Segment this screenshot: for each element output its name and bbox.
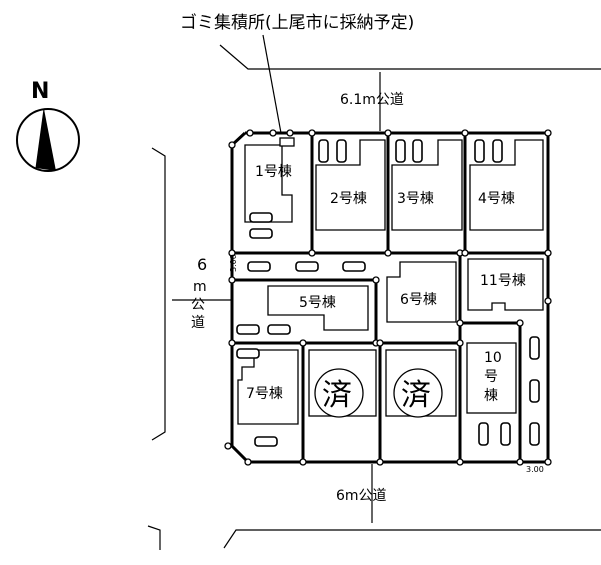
lot-3[interactable]: 3号棟 bbox=[391, 139, 463, 231]
lot-2[interactable]: 2号棟 bbox=[315, 139, 386, 231]
lot-label: 6号棟 bbox=[400, 292, 437, 308]
lot-5[interactable]: 5号棟 bbox=[267, 285, 369, 331]
top-road-label: 6.1m公道 bbox=[340, 92, 404, 108]
lot-label: 3号棟 bbox=[397, 191, 434, 207]
lot-label: 5号棟 bbox=[299, 295, 336, 311]
left-road-label: m bbox=[193, 279, 207, 295]
sold-label: 済 bbox=[322, 378, 352, 413]
north-label: N bbox=[31, 79, 49, 104]
left-road-label: 道 bbox=[191, 315, 205, 331]
parking-car-icons bbox=[236, 139, 540, 447]
sold-stamp-icon bbox=[314, 368, 364, 418]
lot-label: 11号棟 bbox=[480, 273, 526, 289]
survey-points bbox=[224, 129, 552, 466]
lot-label: 10 bbox=[484, 350, 502, 366]
garbage-leader-line bbox=[262, 34, 282, 134]
left-road-edge bbox=[151, 147, 166, 441]
lot-6[interactable]: 6号棟 bbox=[386, 261, 457, 323]
bottom-left-corner bbox=[147, 525, 161, 550]
lot-1[interactable]: 1号棟 bbox=[244, 137, 295, 223]
lot-sold-1[interactable]: 済 bbox=[308, 349, 377, 418]
lane-width-label: 3.00 bbox=[229, 254, 238, 272]
lot-label: 1号棟 bbox=[255, 164, 292, 180]
lot-label: 4号棟 bbox=[478, 191, 515, 207]
left-road-label: 公 bbox=[191, 297, 205, 313]
north-arrow-icon bbox=[16, 108, 80, 172]
lot-label: 7号棟 bbox=[246, 386, 283, 402]
strip-width-label: 3.00 bbox=[526, 465, 544, 474]
garbage-station-label: ゴミ集積所(上尾市に採納予定) bbox=[180, 12, 414, 33]
lot-label: 号 bbox=[484, 369, 498, 385]
left-road-label: 6 bbox=[197, 255, 207, 274]
lot-label: 2号棟 bbox=[330, 191, 367, 207]
lot-label: 棟 bbox=[484, 388, 498, 404]
lot-7[interactable]: 7号棟 bbox=[237, 349, 299, 425]
sold-label: 済 bbox=[401, 378, 431, 413]
lot-11[interactable]: 11号棟 bbox=[467, 258, 544, 311]
lot-sold-2[interactable]: 済 bbox=[385, 349, 457, 418]
lot-4[interactable]: 4号棟 bbox=[469, 139, 544, 231]
lot-10[interactable]: 10 号 棟 bbox=[466, 342, 517, 414]
bottom-road-edge bbox=[223, 529, 601, 549]
sold-stamp-icon bbox=[393, 368, 443, 418]
bottom-road-label: 6m公道 bbox=[336, 488, 387, 504]
top-road-edge bbox=[219, 44, 601, 70]
